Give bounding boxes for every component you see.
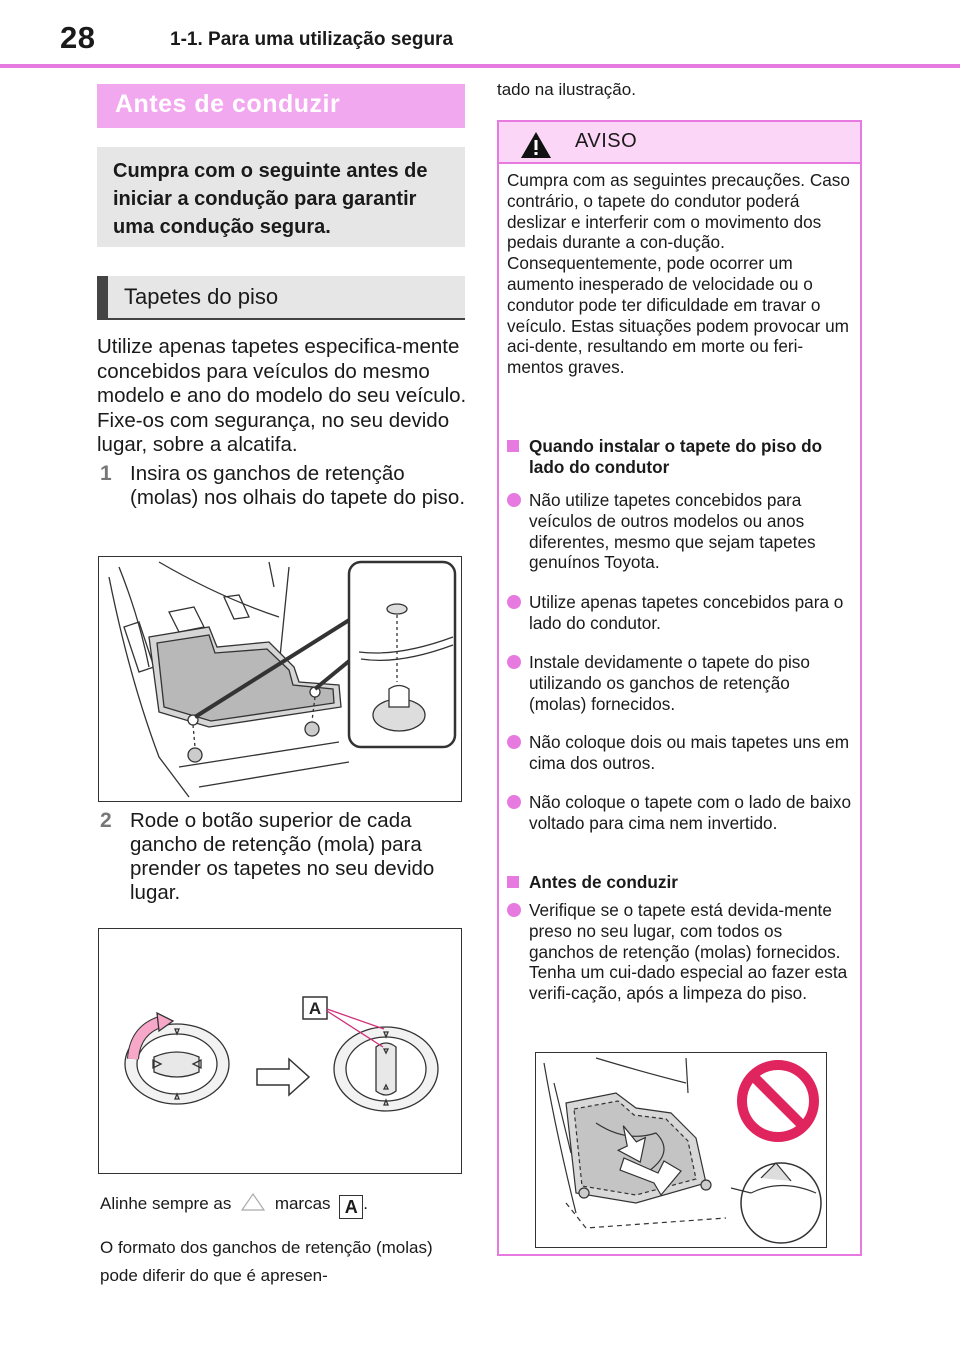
step-number: 1 bbox=[100, 462, 112, 485]
continuation-text: tado na ilustração. bbox=[497, 80, 636, 99]
warning-bullet: Verifique se o tapete está devida-mente … bbox=[507, 900, 852, 1030]
warning-heading-1: Quando instalar o tapete do piso do lado… bbox=[507, 436, 852, 480]
warning-title: AVISO bbox=[575, 130, 638, 152]
warning-bullet-text: Não coloque dois ou mais tapetes uns em … bbox=[529, 732, 850, 773]
floor-mat-hook-illustration bbox=[98, 556, 462, 802]
alignment-note: Alinhe sempre as marcas A. bbox=[100, 1192, 368, 1219]
warning-box: AVISO Cumpra com as seguintes precauções… bbox=[497, 120, 862, 1256]
warning-bullet: Não coloque o tapete com o lado de baixo… bbox=[507, 792, 852, 856]
step-number: 2 bbox=[100, 809, 112, 832]
step-text: Insira os ganchos de retenção (molas) no… bbox=[130, 462, 466, 509]
warning-bullet-text: Não utilize tapetes concebidos para veíc… bbox=[529, 490, 816, 573]
warning-heading-2: Antes de conduzir bbox=[507, 872, 852, 896]
subsection-title-box: Tapetes do piso bbox=[97, 276, 465, 320]
alignment-middle: marcas bbox=[274, 1194, 331, 1213]
intro-text: Cumpra com o seguinte antes de iniciar a… bbox=[113, 160, 428, 238]
square-bullet-icon bbox=[507, 440, 519, 452]
warning-bullet-text: Instale devidamente o tapete do piso uti… bbox=[529, 652, 810, 714]
chapter-header: 1-1. Para uma utilização segura bbox=[170, 29, 454, 50]
hook-rotation-illustration: A bbox=[98, 928, 462, 1174]
warning-heading-text: Antes de conduzir bbox=[529, 872, 678, 892]
warning-bullet: Instale devidamente o tapete do piso uti… bbox=[507, 652, 852, 716]
circle-bullet-icon bbox=[507, 493, 521, 507]
circle-bullet-icon bbox=[507, 903, 521, 917]
square-bullet-icon bbox=[507, 876, 519, 888]
circle-bullet-icon bbox=[507, 735, 521, 749]
hook-rotation-drawing: A bbox=[124, 996, 439, 1112]
warning-bullet-text: Verifique se o tapete está devida-mente … bbox=[529, 900, 848, 1004]
figure-callout-label: A bbox=[309, 999, 321, 1018]
incorrect-mat-drawing bbox=[543, 1057, 822, 1244]
subsection-title: Tapetes do piso bbox=[124, 284, 279, 309]
warning-intro: Cumpra com as seguintes precauções. Caso… bbox=[507, 170, 850, 378]
step-1: 1 Insira os ganchos de retenção (molas) … bbox=[100, 462, 470, 542]
header-divider bbox=[0, 64, 960, 68]
floor-mat-drawing bbox=[108, 560, 457, 798]
warning-bullet: Não coloque dois ou mais tapetes uns em … bbox=[507, 732, 852, 776]
page-number: 28 bbox=[60, 20, 96, 55]
intro-box: Cumpra com o seguinte antes de iniciar a… bbox=[97, 147, 465, 247]
floor-mats-paragraph: Utilize apenas tapetes especifica-mente … bbox=[97, 335, 467, 456]
marker-a-box: A bbox=[339, 1195, 364, 1219]
warning-heading-text: Quando instalar o tapete do piso do lado… bbox=[529, 436, 823, 477]
subsection-rule bbox=[97, 318, 465, 320]
prohibition-icon bbox=[737, 1060, 819, 1142]
section-title: Antes de conduzir bbox=[115, 90, 341, 118]
circle-bullet-icon bbox=[507, 795, 521, 809]
warning-bullet: Não utilize tapetes concebidos para veíc… bbox=[507, 490, 852, 574]
warning-bullet-text: Utilize apenas tapetes concebidos para o… bbox=[529, 592, 844, 633]
warning-icon bbox=[521, 132, 551, 158]
warning-bullet: Utilize apenas tapetes concebidos para o… bbox=[507, 592, 852, 636]
step-text: Rode o botão superior de cada gancho de … bbox=[130, 809, 435, 904]
alignment-prefix: Alinhe sempre as bbox=[100, 1194, 232, 1213]
alignment-suffix: . bbox=[363, 1194, 369, 1213]
section-title-box: Antes de conduzir bbox=[97, 84, 465, 128]
triangle-mark-icon bbox=[240, 1192, 266, 1211]
hook-shape-note: O formato dos ganchos de retenção (molas… bbox=[100, 1238, 433, 1285]
warning-bullet-text: Não coloque o tapete com o lado de baixo… bbox=[529, 792, 852, 833]
warning-header: AVISO bbox=[499, 122, 860, 164]
incorrect-mat-illustration bbox=[535, 1052, 827, 1248]
step-2: 2 Rode o botão superior de cada gancho d… bbox=[100, 809, 470, 919]
circle-bullet-icon bbox=[507, 595, 521, 609]
circle-bullet-icon bbox=[507, 655, 521, 669]
